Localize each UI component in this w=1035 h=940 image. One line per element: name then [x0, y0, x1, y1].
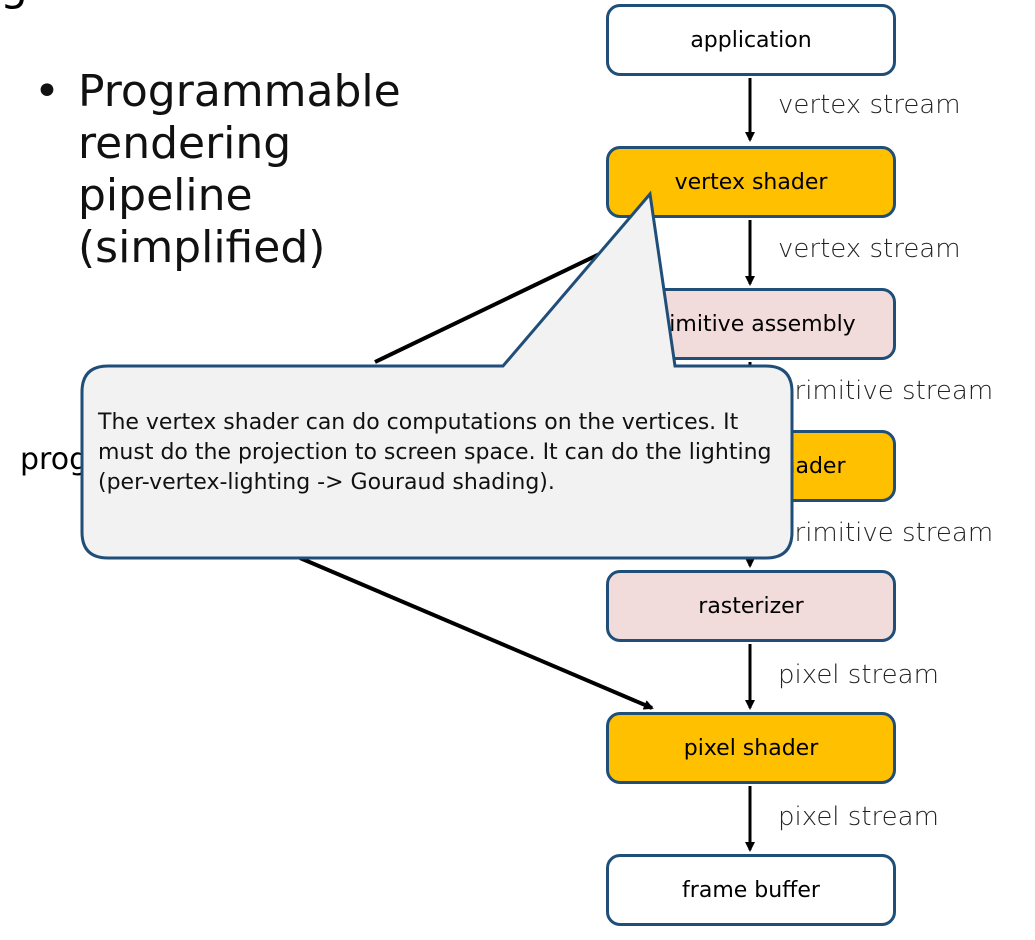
stage-frame-buffer: frame buffer: [606, 854, 896, 926]
stage-label: pixel shader: [683, 735, 819, 761]
stage-vertex-shader: vertex shader: [606, 146, 896, 218]
stage-label: rasterizer: [698, 593, 804, 619]
stage-application: application: [606, 4, 896, 76]
stream-label: primitive stream: [778, 518, 994, 548]
pointer-arrow-to-pixel-shader: [299, 556, 654, 710]
pointer-arrow-to-vertex-shader: [374, 246, 614, 364]
stage-label: primitive assembly: [646, 311, 856, 337]
stream-label: pixel stream: [778, 802, 939, 832]
stream-label: vertex stream: [778, 234, 961, 264]
bullet-text: Programmable rendering pipeline (simplif…: [78, 66, 401, 273]
stream-label: primitive stream: [778, 376, 994, 406]
callout-text: The vertex shader can do computations on…: [98, 410, 772, 495]
stream-label: pixel stream: [778, 660, 939, 690]
callout-shape: [80, 190, 794, 560]
stage-label: application: [690, 27, 812, 53]
stream-label: vertex stream: [778, 90, 961, 120]
programmable-label-partial: prog: [20, 442, 89, 477]
stage-label: frame buffer: [682, 877, 820, 903]
slide-title-fragment: g: [0, 0, 300, 8]
bullet-point: • Programmable rendering pipeline (simpl…: [32, 66, 401, 274]
stage-rasterizer: rasterizer: [606, 570, 896, 642]
stage-pixel-shader: pixel shader: [606, 712, 896, 784]
bullet-marker: •: [34, 66, 60, 117]
stage-label: vertex shader: [674, 169, 828, 195]
